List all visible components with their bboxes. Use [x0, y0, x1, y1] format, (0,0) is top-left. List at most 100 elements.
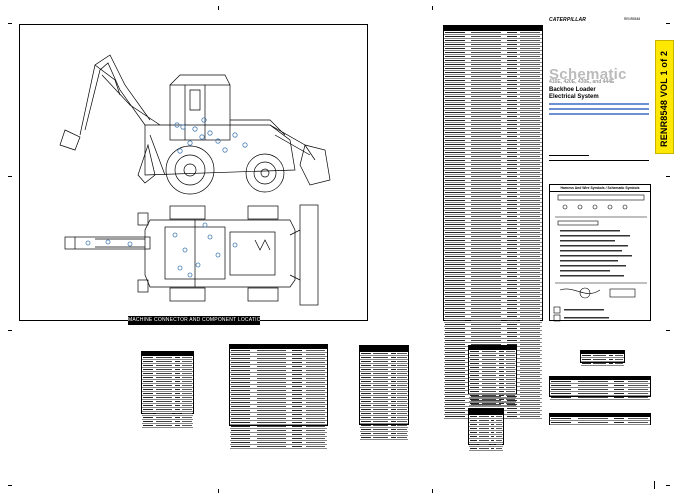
table-row — [550, 421, 650, 425]
table-row — [444, 167, 542, 171]
table-cell — [445, 223, 465, 225]
table-cell — [471, 247, 501, 249]
table-cell — [520, 47, 541, 49]
table-cell — [520, 331, 541, 333]
table-cell — [490, 419, 495, 421]
table-cell — [520, 99, 541, 101]
table-cell — [520, 387, 541, 389]
table-cell — [445, 351, 465, 353]
table-row — [444, 323, 542, 327]
table-cell — [520, 35, 541, 37]
table-cell — [608, 358, 613, 360]
table-row — [142, 420, 193, 424]
table-cell — [470, 350, 480, 352]
table-cell — [478, 419, 489, 421]
table-cell — [397, 364, 408, 366]
table-cell — [520, 379, 541, 381]
table-cell — [445, 323, 465, 325]
table-cell — [520, 383, 541, 385]
legend-title: Harness And Wire Symbols / Schematic Sym… — [550, 185, 650, 192]
table-cell — [471, 283, 501, 285]
table-body — [469, 415, 503, 451]
table-row — [444, 143, 542, 147]
table-row — [444, 59, 542, 63]
table-cell — [257, 353, 287, 355]
table-cell — [520, 363, 541, 365]
table-cell — [520, 239, 541, 241]
table-cell — [305, 357, 326, 359]
table-row — [444, 83, 542, 87]
table-cell — [445, 275, 465, 277]
table-cell — [174, 388, 180, 390]
table-cell — [292, 417, 302, 419]
table-cell — [478, 423, 489, 425]
table-cell — [181, 360, 192, 362]
table-cell — [471, 223, 501, 225]
table-row — [230, 417, 327, 421]
table-cell — [520, 59, 541, 61]
table-cell — [397, 432, 408, 434]
table-cell — [520, 123, 541, 125]
table-cell — [445, 195, 465, 197]
table-cell — [478, 431, 489, 433]
table-header — [469, 409, 503, 415]
table-cell — [174, 396, 180, 398]
table-cell — [156, 376, 172, 378]
table-cell — [257, 389, 287, 391]
table-cell — [593, 358, 606, 360]
table-row — [444, 111, 542, 115]
table-row — [469, 378, 516, 382]
table-cell — [471, 331, 501, 333]
table-cell — [520, 135, 541, 137]
table-cell — [506, 143, 517, 145]
table-cell — [156, 424, 172, 426]
table-cell — [397, 392, 408, 394]
table-cell — [506, 259, 517, 261]
table-cell — [506, 327, 517, 329]
table-cell — [471, 171, 501, 173]
table-row — [444, 227, 542, 231]
table-cell — [305, 365, 326, 367]
table-row — [444, 287, 542, 291]
table-row — [444, 63, 542, 67]
table-cell — [397, 376, 408, 378]
table-cell — [292, 357, 302, 359]
crop-mark — [432, 6, 433, 10]
table-cell — [231, 393, 251, 395]
table-cell — [305, 361, 326, 363]
table-cell — [292, 409, 302, 411]
table-row — [469, 394, 516, 398]
table-cell — [520, 71, 541, 73]
table-cell — [520, 243, 541, 245]
connector-markers — [85, 222, 238, 278]
table-cell — [156, 372, 172, 374]
table-cell — [505, 382, 516, 384]
table-cell — [614, 388, 624, 390]
crop-mark — [666, 176, 670, 177]
table-cell — [361, 428, 371, 430]
table-row — [444, 251, 542, 255]
table-cell — [506, 191, 517, 193]
table-cell — [445, 391, 465, 393]
table-cell — [578, 396, 608, 398]
table-row — [230, 385, 327, 389]
crop-mark — [8, 23, 12, 24]
table-cell — [471, 47, 501, 49]
table-row — [469, 419, 503, 423]
table-header — [360, 346, 408, 352]
table-cell — [471, 315, 501, 317]
table-cell — [499, 370, 504, 372]
table-cell — [520, 371, 541, 373]
table-cell — [156, 356, 172, 358]
table-cell — [520, 279, 541, 281]
table-cell — [490, 443, 495, 445]
table-cell — [505, 354, 516, 356]
table-cell — [471, 399, 501, 401]
table-cell — [257, 441, 287, 443]
table-cell — [608, 354, 613, 356]
table-cell — [181, 412, 192, 414]
table-cell — [373, 404, 388, 406]
table-cell — [520, 219, 541, 221]
table-row — [360, 372, 408, 376]
table-cell — [445, 295, 465, 297]
